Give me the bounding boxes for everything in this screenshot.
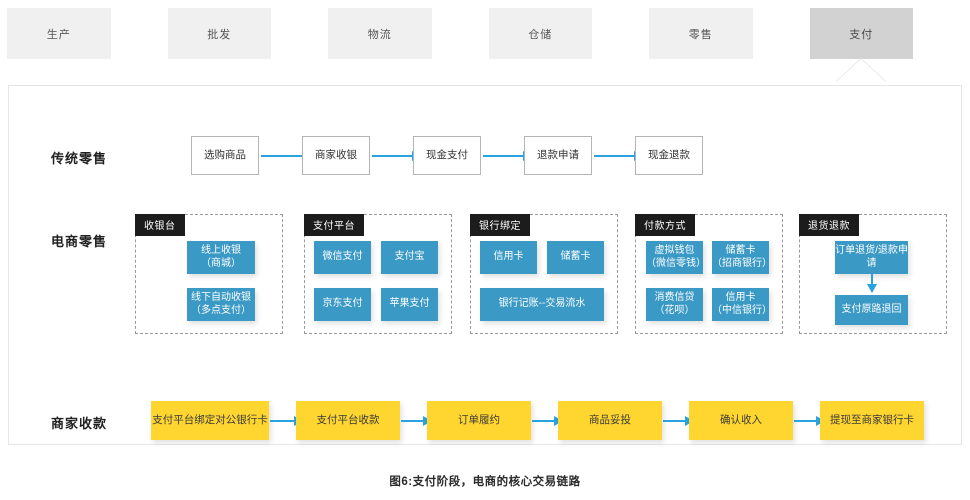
group-badge: 收银台 xyxy=(135,214,185,236)
row-label-ecommerce-retail: 电商零售 xyxy=(51,234,108,249)
group-badge: 付款方式 xyxy=(635,214,695,236)
active-tab-pointer-icon xyxy=(836,59,887,82)
node-jd-pay: 京东支付 xyxy=(314,288,371,321)
node-credit-card: 信用卡 xyxy=(480,241,537,274)
group-badge: 支付平台 xyxy=(304,214,364,236)
node-debit-card-cmb: 储蓄卡（招商银行） xyxy=(712,241,772,274)
node-online-cashier: 线上收银（商城） xyxy=(187,241,255,274)
group-badge: 退货退款 xyxy=(799,214,859,236)
node-order-fulfillment: 订单履约 xyxy=(427,401,531,440)
tab-retail[interactable]: 零售 xyxy=(649,8,753,59)
figure-caption: 图6:支付阶段，电商的核心交易链路 xyxy=(389,476,581,488)
group-badge: 银行绑定 xyxy=(470,214,530,236)
node-merchant-cashier: 商家收银 xyxy=(302,136,370,175)
node-wechat-pay: 微信支付 xyxy=(314,241,371,274)
group-bank-binding: 银行绑定 xyxy=(470,214,618,334)
node-debit-card: 储蓄卡 xyxy=(547,241,604,274)
node-offline-auto-cashier: 线下自动收银（多点支付） xyxy=(187,288,255,321)
group-payment-platform: 支付平台 xyxy=(304,214,452,334)
node-withdraw-to-merchant-bank-card: 提现至商家银行卡 xyxy=(820,401,924,440)
node-refund-original-route: 支付原路退回 xyxy=(835,295,908,325)
node-consumer-credit-huabei: 消费信贷（花呗） xyxy=(646,288,703,321)
group-payment-method: 付款方式 xyxy=(635,214,783,334)
node-refund-request: 退款申请 xyxy=(524,136,592,175)
node-confirm-revenue: 确认收入 xyxy=(689,401,793,440)
node-credit-card-citic: 信用卡（中信银行） xyxy=(712,288,772,321)
node-cash-refund: 现金退款 xyxy=(635,136,703,175)
node-apple-pay: 苹果支付 xyxy=(381,288,438,321)
tab-label: 零售 xyxy=(688,28,713,41)
node-bank-ledger-transaction-flow: 银行记账--交易流水 xyxy=(480,288,604,321)
group-return-refund: 退货退款 xyxy=(799,214,947,334)
tab-payment[interactable]: 支付 xyxy=(809,8,913,82)
node-goods-delivered: 商品妥投 xyxy=(558,401,662,440)
node-alipay: 支付宝 xyxy=(381,241,438,274)
stage-tab-strip[interactable]: 生产 批发 物流 仓储 零售 支付 xyxy=(0,8,970,82)
tab-logistics[interactable]: 物流 xyxy=(328,8,432,59)
stage-content-panel: 传统零售 选购商品 商家收银 现金支付 退款申请 现金退款 电商零售 收银台 线… xyxy=(8,85,962,445)
node-order-return-refund-request: 订单退货/退款申请 xyxy=(835,241,908,274)
arrow-down-icon xyxy=(867,274,877,293)
tab-label: 生产 xyxy=(46,28,71,41)
node-bind-corporate-bank-card: 支付平台绑定对公银行卡 xyxy=(151,401,269,440)
group-cashier-desk: 收银台 xyxy=(135,214,283,334)
node-select-goods: 选购商品 xyxy=(191,136,259,175)
tab-label: 仓储 xyxy=(528,28,553,41)
tab-production[interactable]: 生产 xyxy=(7,8,111,59)
node-virtual-wallet: 虚拟钱包（微信零钱） xyxy=(646,241,706,274)
row-label-merchant-receipt: 商家收款 xyxy=(51,416,108,431)
node-cash-payment: 现金支付 xyxy=(413,136,481,175)
tab-label: 物流 xyxy=(367,28,392,41)
tab-warehousing[interactable]: 仓储 xyxy=(488,8,592,59)
tab-label: 批发 xyxy=(207,28,232,41)
tab-wholesale[interactable]: 批发 xyxy=(167,8,271,59)
row-label-traditional-retail: 传统零售 xyxy=(51,151,108,166)
tab-label: 支付 xyxy=(849,28,874,41)
node-platform-collect-payment: 支付平台收款 xyxy=(296,401,400,440)
